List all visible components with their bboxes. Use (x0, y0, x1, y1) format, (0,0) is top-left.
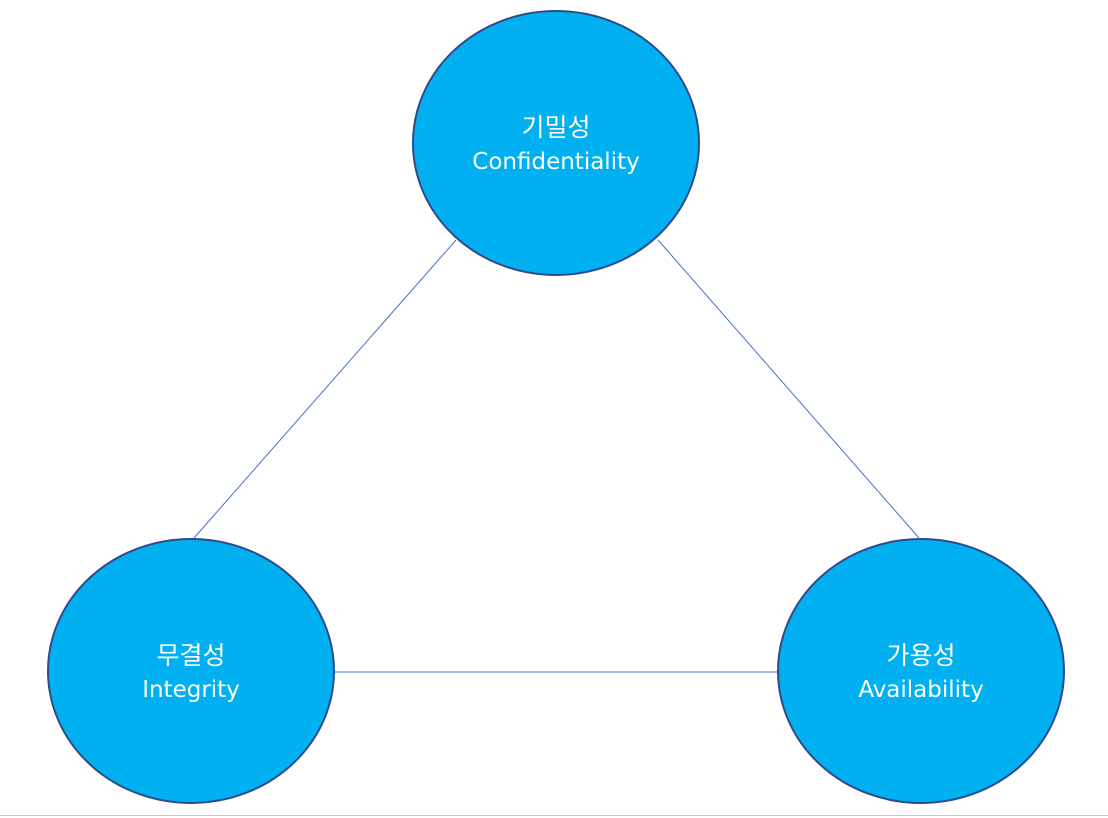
node-integrity-label-en: Integrity (142, 677, 240, 703)
node-confidentiality-label-en: Confidentiality (472, 149, 639, 175)
node-confidentiality-label-ko: 기밀성 (521, 113, 590, 142)
node-availability-label-ko: 가용성 (886, 641, 955, 670)
node-confidentiality-circle (412, 10, 700, 276)
node-availability: 가용성 Availability (777, 538, 1065, 804)
edge-confidentiality-integrity (193, 239, 457, 539)
node-confidentiality: 기밀성 Confidentiality (412, 10, 700, 276)
node-integrity-circle (47, 538, 335, 804)
node-availability-label-en: Availability (858, 677, 983, 703)
edge-confidentiality-availability (657, 239, 920, 539)
bottom-divider (0, 815, 1108, 816)
node-integrity-label-ko: 무결성 (156, 641, 225, 670)
node-integrity: 무결성 Integrity (47, 538, 335, 804)
node-availability-circle (777, 538, 1065, 804)
